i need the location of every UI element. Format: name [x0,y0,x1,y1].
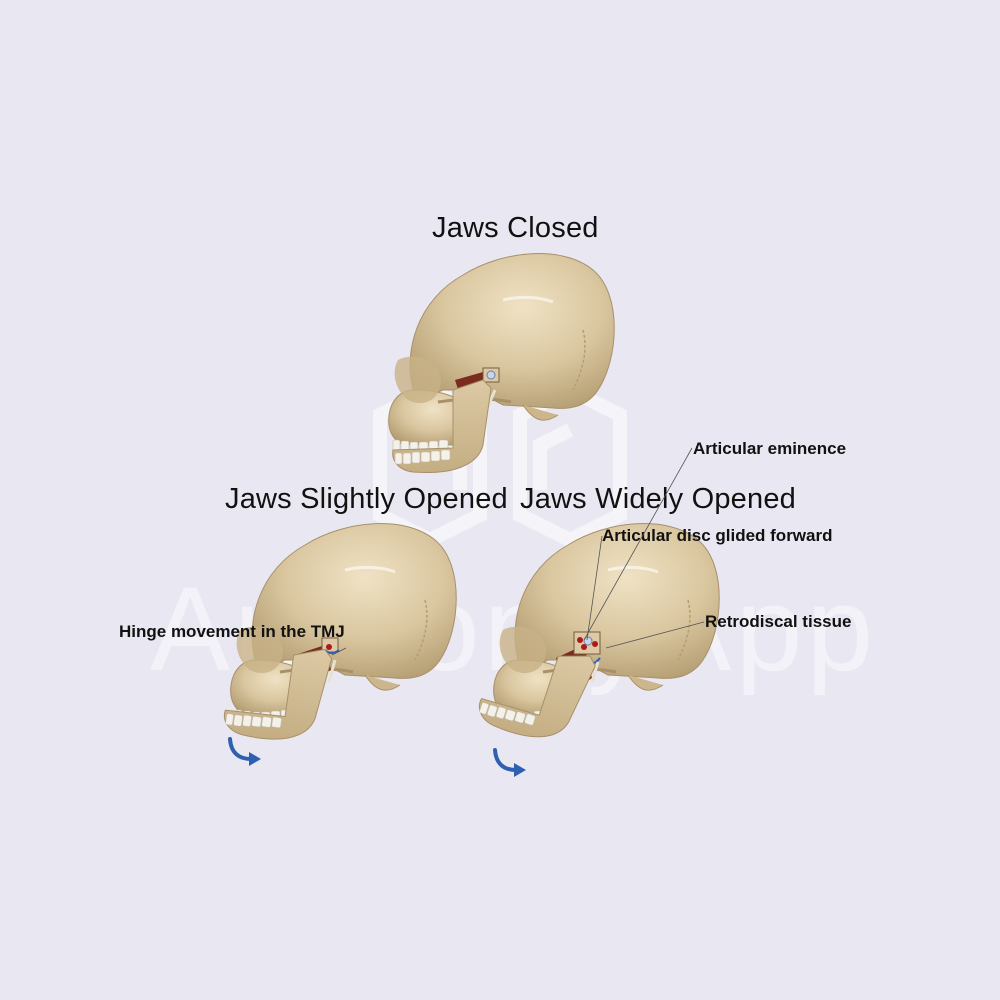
skull-jaws-slightly-opened [223,522,458,740]
panel-title-jaws-slightly-opened: Jaws Slightly Opened [225,483,508,515]
curved-arrow-icon [493,748,526,777]
label-articular-eminence: Articular eminence [693,439,847,458]
label-retrodiscal-tissue: Retrodiscal tissue [705,612,852,631]
label-hinge-movement: Hinge movement in the TMJ [119,622,345,641]
skull-jaws-widely-opened [478,522,721,738]
label-articular-disc: Articular disc glided forward [602,526,833,545]
panel-title-jaws-closed: Jaws Closed [432,212,599,244]
panel-title-jaws-widely-opened: Jaws Widely Opened [520,483,796,515]
skull-jaws-closed [387,252,616,474]
curved-arrow-icon [228,737,261,766]
